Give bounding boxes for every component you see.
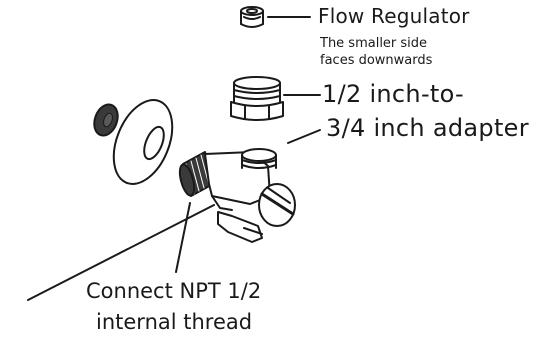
connect-label-line1: Connect NPT 1/2 (86, 279, 262, 303)
escutcheon-plate (112, 99, 174, 185)
rubber-washer (93, 103, 119, 137)
smaller-side-note-line2: faces downwards (320, 53, 433, 68)
flow-regulator-part (240, 6, 264, 28)
adapter-label-line2: 3/4 inch adapter (326, 114, 529, 142)
connect-leader-short (175, 202, 191, 273)
adapter-label-line1: 1/2 inch-to- (322, 80, 464, 108)
smaller-side-note-line1: The smaller side (320, 36, 428, 51)
adapter-part (230, 76, 284, 121)
connect-label-line2: internal thread (96, 310, 253, 334)
angle-valve (178, 148, 296, 243)
adapter-to-valve-leader (287, 129, 321, 144)
flow-regulator-label: Flow Regulator (318, 4, 470, 28)
connect-leader-long (27, 204, 215, 301)
